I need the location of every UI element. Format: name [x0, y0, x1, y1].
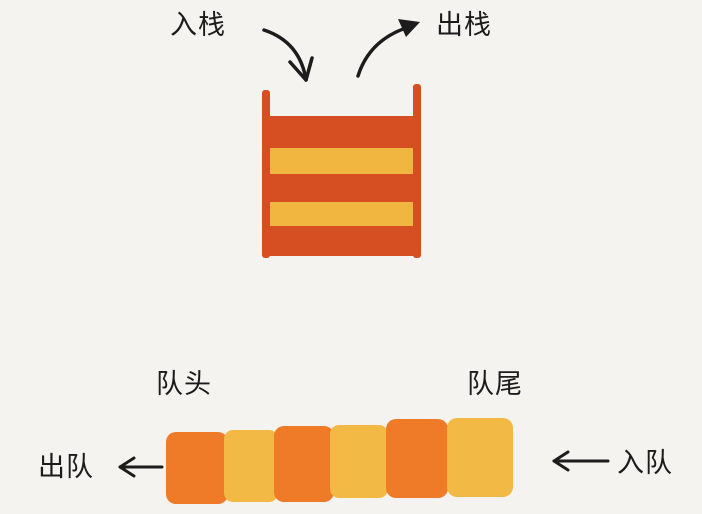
queue-cell [224, 430, 278, 502]
queue-head-label: 队头 [156, 369, 212, 400]
stack-layer [268, 202, 416, 226]
stack [262, 84, 421, 258]
dequeue-label: 出队 [38, 452, 94, 483]
queue-cells [166, 418, 513, 504]
stack-layers [268, 116, 416, 256]
stack-right-wall [413, 84, 421, 258]
push-label: 入栈 [170, 10, 226, 41]
pop-label: 出栈 [436, 10, 492, 41]
queue-cell [447, 418, 513, 497]
enqueue-arrow [552, 450, 610, 472]
stack-layer [268, 174, 416, 202]
queue-cell [274, 426, 334, 502]
stack-layer [268, 148, 416, 174]
queue-cell [386, 419, 448, 498]
pop-arrow [356, 24, 414, 78]
stack-left-wall [262, 90, 270, 258]
queue-cell [330, 425, 388, 498]
push-arrow [262, 28, 314, 82]
stack-layer [268, 116, 416, 148]
pop-arrow-head [398, 19, 420, 37]
queue-tail-label: 队尾 [467, 369, 523, 400]
dequeue-arrow [118, 456, 164, 478]
stack-layer [268, 226, 416, 256]
enqueue-label: 入队 [617, 448, 673, 479]
queue-cell [166, 432, 228, 504]
